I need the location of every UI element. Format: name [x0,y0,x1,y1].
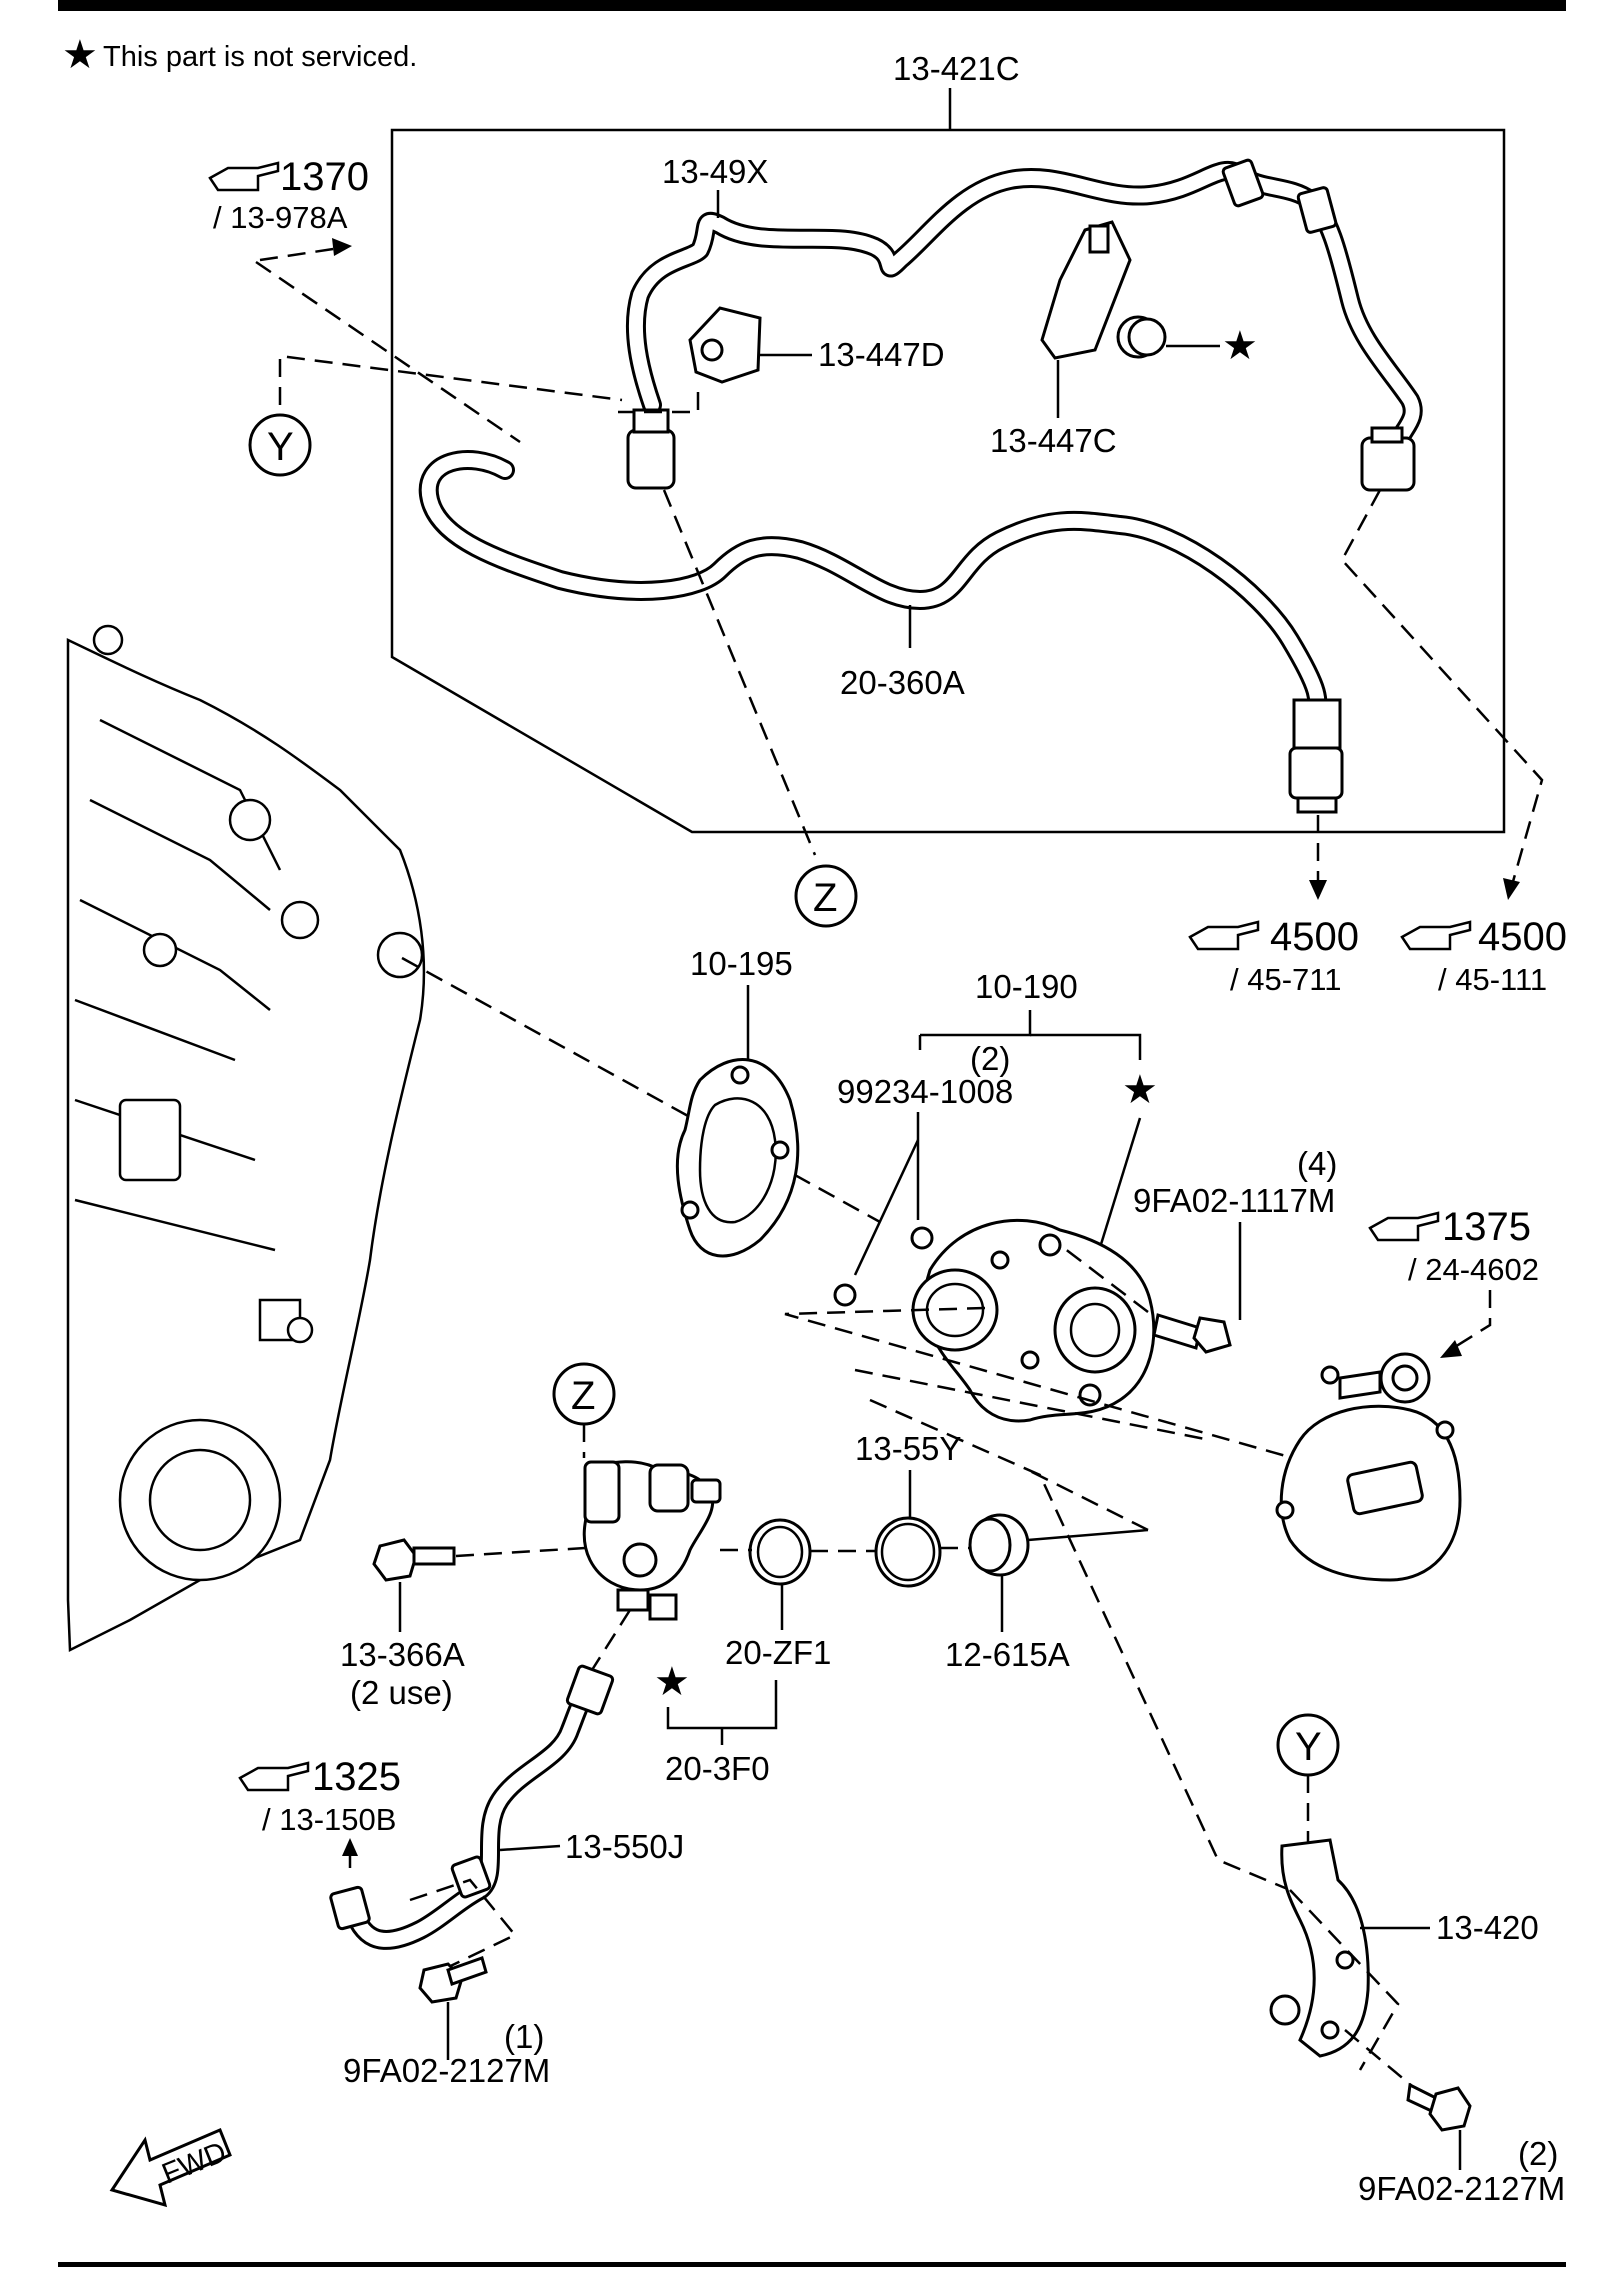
pointing-hand-icon [238,1761,310,1792]
pointing-hand-icon [1188,920,1260,951]
top-rule [58,0,1566,11]
ref-4500-45-711: 4500 / 45-711 [1188,915,1359,997]
pointing-hand-icon [208,161,280,192]
note-text: This part is not serviced. [103,41,417,73]
bracket-13-447C [1040,220,1132,360]
wiring-harness-20-360A [418,450,1344,814]
dowel-pin [833,1283,857,1307]
qty-99234: (2) [970,1040,1010,1077]
dowel-pin [910,1226,934,1250]
ring-13-55Y [874,1516,942,1588]
label-13-550J: 13-550J [565,1828,684,1865]
star-13-447C-grommet: ★ [1222,324,1258,368]
pointing-hand-icon [1368,1211,1440,1242]
star-10-190: ★ [1122,1068,1158,1112]
label-20-360A: 20-360A [840,664,965,701]
bottom-rule [58,2262,1566,2267]
star-20-3F0: ★ [654,1660,690,1704]
svg-text:Y: Y [267,425,294,469]
svg-text:/ 45-711: / 45-711 [1230,962,1341,997]
label-13-55Y: 13-55Y [855,1430,961,1467]
qty-9FA02-2127M-a: (1) [504,2018,544,2055]
label-13-447C: 13-447C [990,422,1117,459]
label-13-366A: 13-366A [340,1636,465,1673]
part-12-615A [968,1513,1030,1577]
label-99234-1008: 99234-1008 [837,1073,1013,1110]
label-13-447D: 13-447D [818,336,945,373]
svg-text:Z: Z [571,1374,595,1418]
svg-text:/ 45-111: / 45-111 [1438,962,1547,997]
bracket-13-420 [1269,1838,1370,2058]
bolt-9FA02-2127M-a [418,1956,488,2004]
svg-text:Y: Y [1295,1725,1322,1769]
label-10-190: 10-190 [975,968,1078,1005]
harness-group-frame [390,128,1506,834]
label-13-420: 13-420 [1436,1909,1539,1946]
label-10-195: 10-195 [690,945,793,982]
vacuum-pump [1275,1352,1462,1582]
use-13-366A: (2 use) [350,1674,453,1711]
wiring-harness-13-49X [625,158,1423,492]
fuel-pipe-13-550J [329,1664,615,1950]
label-13-421C: 13-421C [893,50,1020,87]
svg-text:4500: 4500 [1478,915,1567,959]
fwd-arrow-icon: FWD [109,2128,232,2208]
engine-block [66,624,426,1652]
pointing-hand-icon [1400,920,1472,951]
svg-text:1325: 1325 [312,1755,401,1799]
bracket-13-447D [688,306,762,384]
housing-10-190 [911,1218,1156,1423]
label-9FA02-2127M-b: 9FA02-2127M [1358,2170,1565,2207]
gasket-10-195 [675,1058,800,1258]
callout-z-mid [794,864,858,928]
ref-1370: 1370 / 13-978A [208,155,369,235]
fuel-pump-20-3F0 [582,1460,722,1621]
bolt-9FA02-1117M [1152,1313,1232,1354]
svg-text:1370: 1370 [280,155,369,199]
svg-text:/ 13-150B: / 13-150B [262,1802,396,1837]
label-13-49X: 13-49X [662,153,768,190]
bolt-9FA02-2127M-b [1406,2082,1472,2132]
ref-1375: 1375 / 24-4602 [1368,1205,1539,1287]
label-12-615A: 12-615A [945,1636,1070,1673]
note-star: ★ [62,33,98,77]
grommet [1116,315,1167,359]
qty-9FA02-1117M: (4) [1297,1145,1337,1182]
callout-y-top [248,413,312,477]
svg-text:/ 24-4602: / 24-4602 [1408,1252,1539,1287]
svg-text:/ 13-978A: / 13-978A [213,200,348,235]
label-9FA02-2127M-a: 9FA02-2127M [343,2052,550,2089]
ref-1325: 1325 / 13-150B [238,1755,401,1837]
svg-text:Z: Z [813,876,837,920]
svg-text:4500: 4500 [1270,915,1359,959]
label-20-3F0: 20-3F0 [665,1750,770,1787]
label-20-ZF1: 20-ZF1 [725,1634,831,1671]
ref-4500-45-111: 4500 / 45-111 [1400,915,1567,997]
label-9FA02-1117M: 9FA02-1117M [1133,1182,1335,1219]
qty-9FA02-2127M-b: (2) [1518,2135,1558,2172]
svg-text:1375: 1375 [1442,1205,1531,1249]
bolt-13-366A [372,1538,456,1582]
